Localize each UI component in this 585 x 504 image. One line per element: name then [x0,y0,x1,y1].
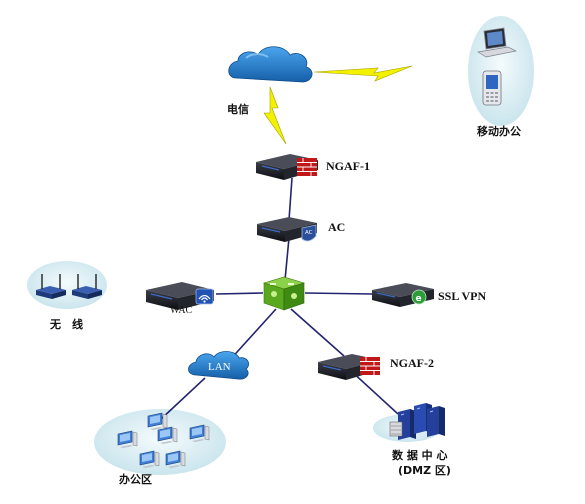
office-pcs [117,412,210,468]
link-switch-ngaf2 [290,308,345,357]
dmz-label: (DMZ 区) [398,464,451,477]
ssl-vpn-label: SSL VPN [438,289,487,303]
ssl-vpn-device-icon: e [372,283,434,307]
firewall-device-icon [318,354,381,380]
link-lan-office [159,377,206,421]
pc-icon [139,450,160,468]
ngaf1-label: NGAF-1 [326,159,370,173]
wireless-router-icon [72,274,102,299]
wac-device-icon [146,282,214,310]
lan-cloud-icon [188,351,249,380]
lan-label: LAN [208,361,231,373]
link-switch-sslvpn [304,292,373,295]
pc-icon [147,412,168,430]
svg-text:e: e [416,294,422,304]
core-switch-icon [262,276,306,311]
laptop-icon [477,27,518,58]
wireless-router-icon [36,274,66,299]
link-switch-lan [227,308,277,363]
wac-label: WAC [170,305,193,316]
ac-label: AC [328,220,346,234]
ngaf2-label: NGAF-2 [390,356,434,370]
cloud-icon [228,46,313,83]
telecom-label: 电信 [227,103,249,116]
datacenter-label: 数 据 中 心 [392,449,448,462]
lightning-bolt-icon [313,65,413,82]
link-ngaf2-datacenter [349,369,399,415]
pc-icon [189,424,210,442]
mobile-office-label: 移动办公 [477,125,521,138]
server-rack-icon [389,403,445,440]
phone-icon [482,70,502,106]
pc-icon [117,430,138,448]
office-area-label: 办公区 [119,473,152,486]
lightning-bolt-icon [263,86,287,145]
link-switch-wac [215,292,264,295]
pc-icon [157,426,178,444]
link-ngaf1-ac [288,177,293,221]
ac-device-icon [257,217,317,242]
office-area-zone [94,409,226,475]
link-ac-switch [284,237,290,281]
wireless-zone [27,261,107,309]
pc-icon [165,450,186,468]
firewall-device-icon [256,154,318,180]
wireless-label: 无 线 [50,318,83,331]
ac-badge-label: AC [305,230,313,236]
